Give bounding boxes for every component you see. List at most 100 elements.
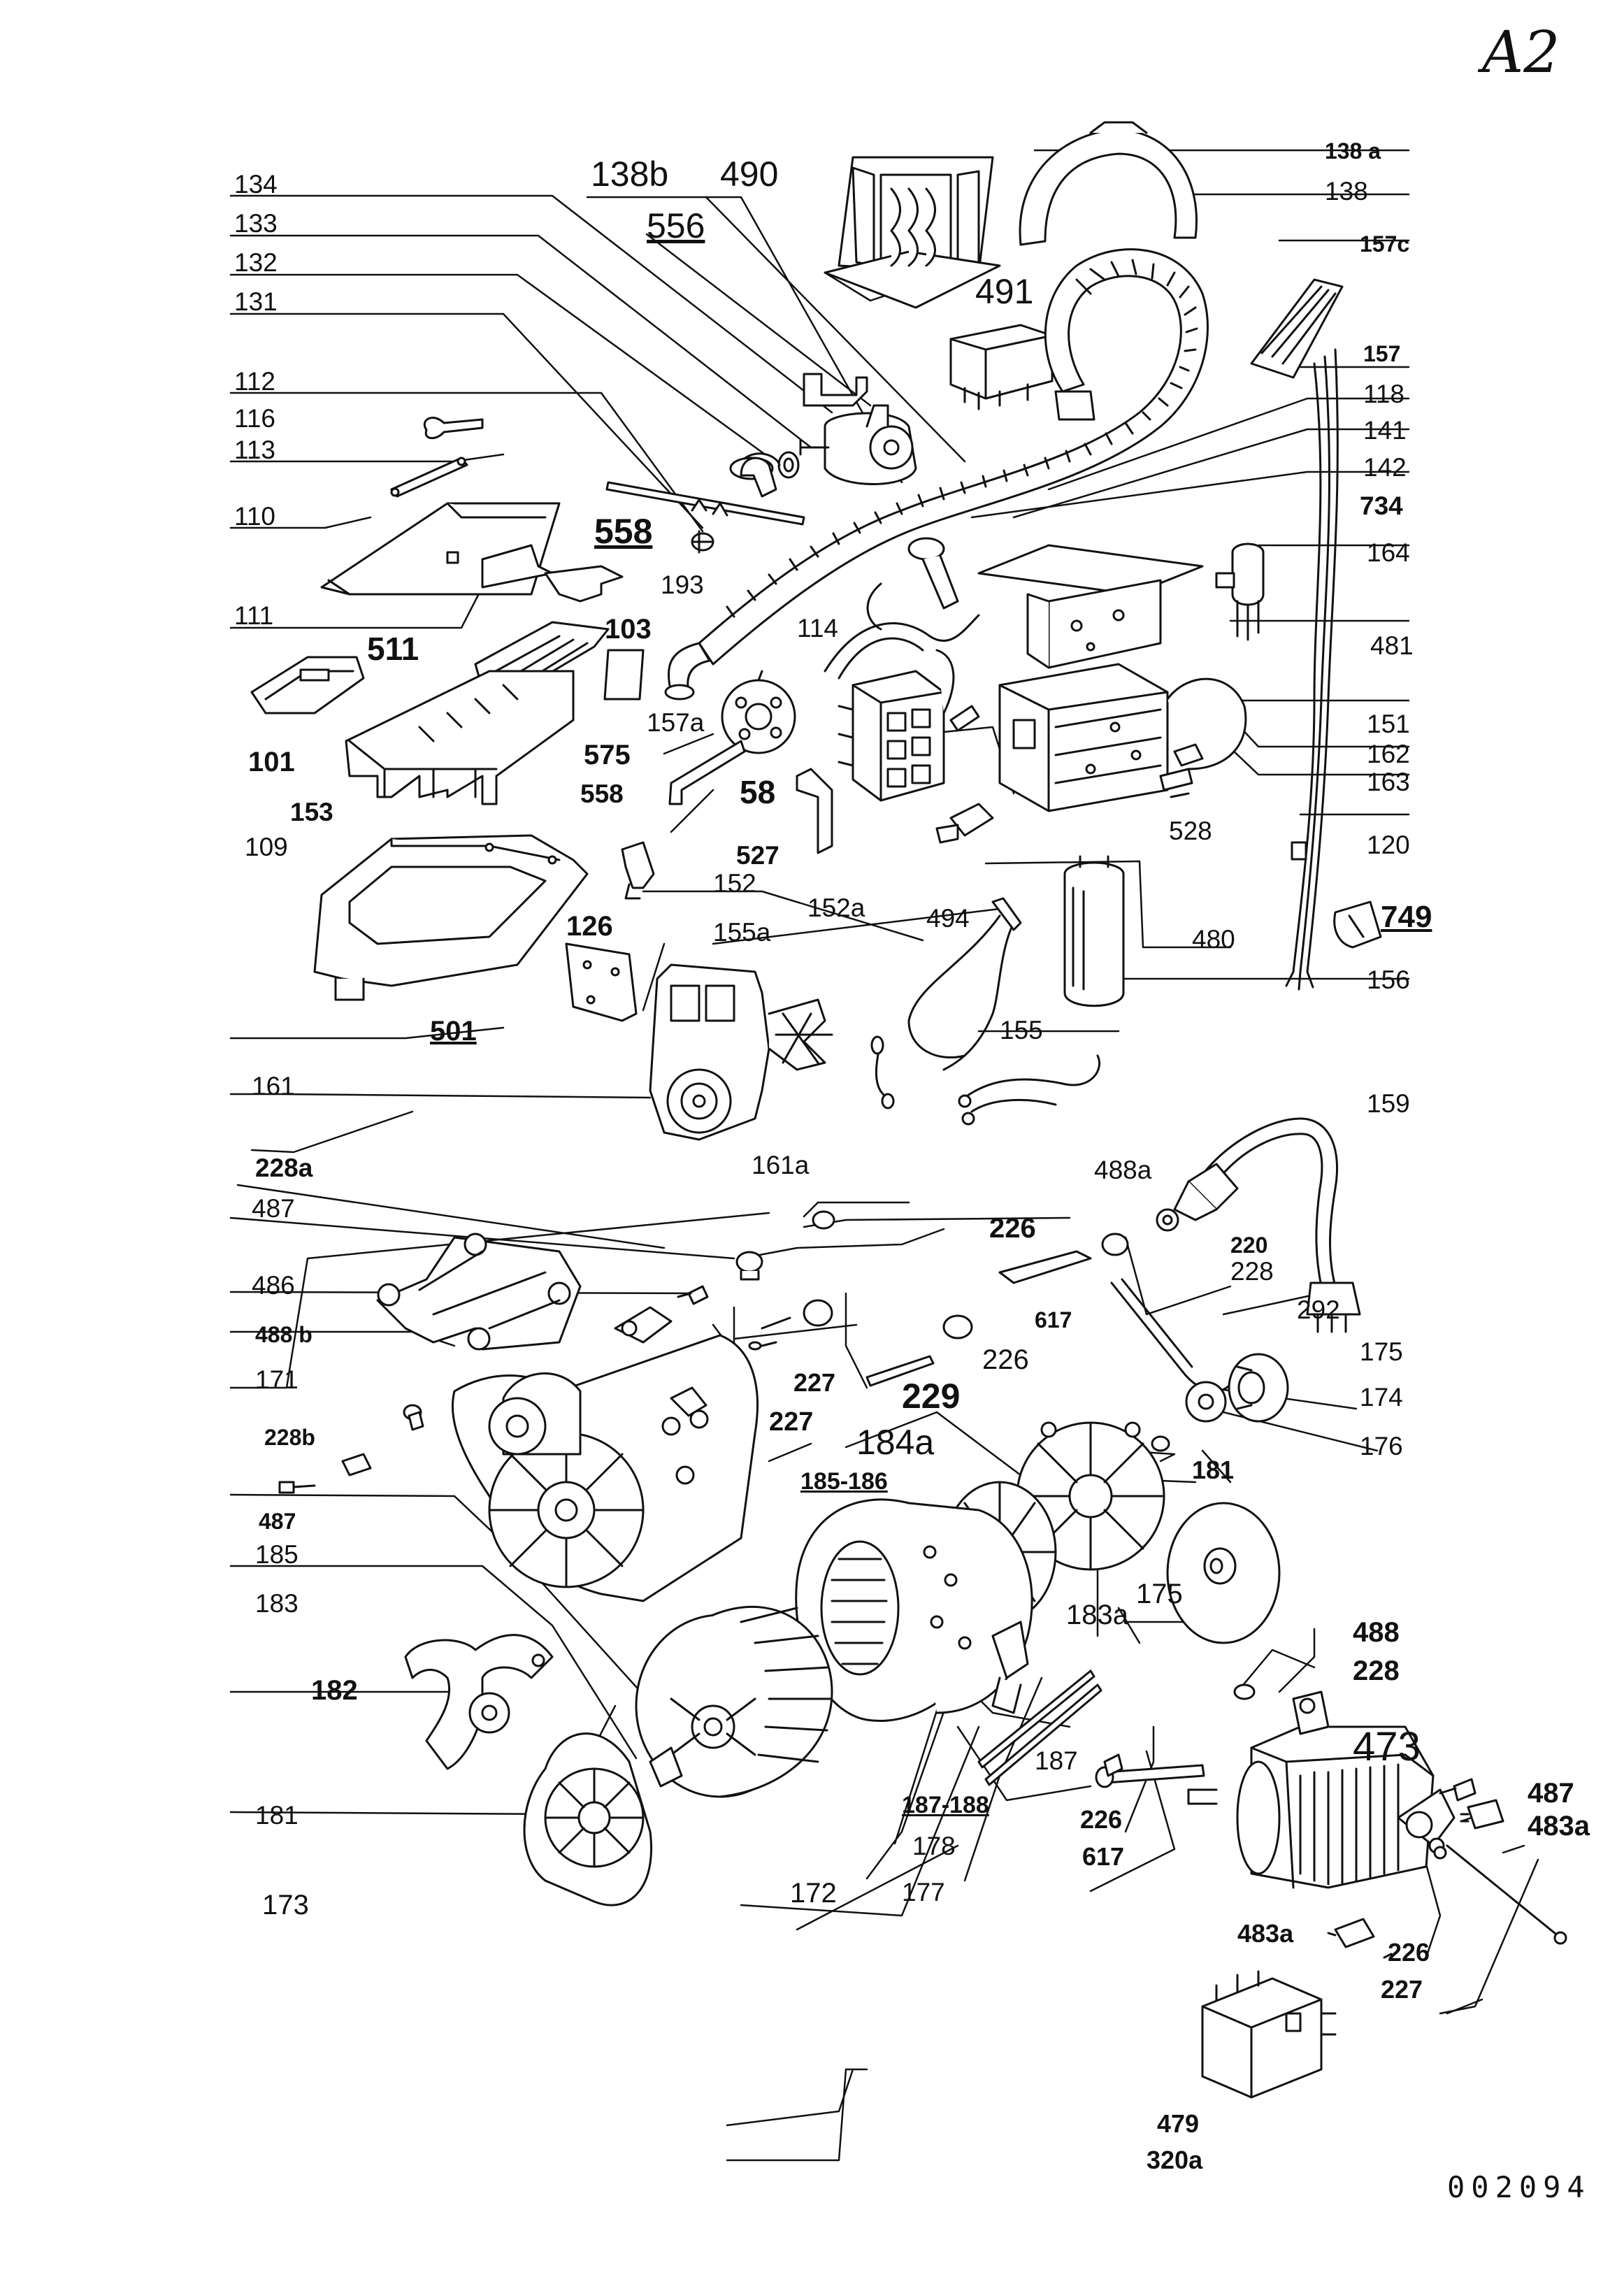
callout-161: 161 bbox=[252, 1072, 295, 1100]
callout-175a: 175 bbox=[1360, 1337, 1403, 1366]
callout-118: 118 bbox=[1363, 380, 1404, 408]
callout-227b: 227 bbox=[769, 1407, 814, 1437]
transformer bbox=[824, 156, 1001, 309]
callout-110: 110 bbox=[234, 502, 275, 531]
motor-473 bbox=[1187, 1690, 1456, 1889]
callout-152a: 152a bbox=[807, 893, 865, 922]
callout-181a: 181 bbox=[1192, 1456, 1235, 1484]
callout-617b: 617 bbox=[1082, 1842, 1125, 1871]
drain-hose bbox=[698, 248, 1209, 666]
callout-480: 480 bbox=[1192, 925, 1235, 954]
callout-162: 162 bbox=[1367, 740, 1410, 768]
fill-hose bbox=[664, 642, 711, 701]
drive-belt bbox=[1110, 1278, 1239, 1393]
callout-181b: 181 bbox=[255, 1801, 299, 1830]
callout-228a: 228a bbox=[255, 1154, 313, 1182]
motor-frame-486 bbox=[376, 1233, 582, 1351]
callout-490: 490 bbox=[720, 155, 779, 194]
rod-187 bbox=[977, 1669, 1102, 1786]
callout-157c: 157c bbox=[1360, 231, 1410, 257]
callout-228d: 228 bbox=[1353, 1655, 1400, 1686]
callout-558: 558 bbox=[594, 512, 653, 551]
callout-228b: 228b bbox=[264, 1425, 315, 1450]
pipe-133 bbox=[740, 457, 777, 498]
bracket-558-top bbox=[481, 544, 554, 589]
callout-131: 131 bbox=[234, 287, 278, 316]
callout-183: 183 bbox=[255, 1589, 299, 1618]
callout-749: 749 bbox=[1381, 900, 1432, 934]
drain-pump bbox=[649, 963, 833, 1141]
callout-734: 734 bbox=[1360, 491, 1403, 520]
key-116 bbox=[424, 417, 484, 440]
callout-152: 152 bbox=[713, 869, 756, 898]
callout-185-186: 185-186 bbox=[800, 1468, 888, 1495]
door-switch bbox=[935, 803, 994, 844]
callout-228c: 228 bbox=[1230, 1257, 1274, 1286]
programmer-switches bbox=[1159, 743, 1204, 798]
switch-block bbox=[838, 649, 955, 802]
cable-harness-114 bbox=[824, 582, 980, 680]
callout-292: 292 bbox=[1297, 1295, 1340, 1324]
drawing-number: 002094 bbox=[1447, 2170, 1591, 2204]
wire-494 bbox=[907, 897, 1022, 1071]
relay-box bbox=[1201, 1970, 1337, 2099]
relay bbox=[949, 324, 1054, 410]
bracket-501 bbox=[565, 942, 638, 1022]
callout-473: 473 bbox=[1353, 1724, 1421, 1769]
callout-220: 220 bbox=[1230, 1233, 1268, 1258]
programmer-housing bbox=[977, 544, 1204, 669]
callout-528: 528 bbox=[1169, 817, 1212, 845]
callout-138b: 138b bbox=[591, 155, 669, 194]
callout-141: 141 bbox=[1363, 416, 1407, 445]
grommet-220 bbox=[1156, 1208, 1179, 1232]
callout-187: 187 bbox=[1035, 1746, 1078, 1775]
callout-116: 116 bbox=[234, 404, 275, 433]
wire-155 bbox=[958, 1054, 1100, 1126]
callout-174: 174 bbox=[1360, 1383, 1403, 1412]
callout-138: 138 bbox=[1325, 177, 1368, 206]
callout-226c: 226 bbox=[1080, 1805, 1123, 1834]
callout-185: 185 bbox=[255, 1540, 299, 1569]
callout-556: 556 bbox=[647, 206, 705, 245]
callout-229: 229 bbox=[902, 1377, 961, 1416]
callout-155a: 155a bbox=[713, 918, 771, 947]
callout-164: 164 bbox=[1367, 538, 1410, 567]
callout-157: 157 bbox=[1363, 341, 1401, 366]
dispenser-housing-109 bbox=[313, 834, 589, 1001]
clip-171 bbox=[408, 1411, 424, 1431]
callout-227a: 227 bbox=[793, 1368, 836, 1397]
callout-488a: 488a bbox=[1094, 1156, 1152, 1184]
rod-112 bbox=[605, 481, 805, 526]
callout-486: 486 bbox=[252, 1271, 295, 1300]
connector-483a-right bbox=[1460, 1799, 1504, 1830]
callout-483a-left: 483a bbox=[1237, 1919, 1294, 1948]
callout-157a: 157a bbox=[647, 708, 705, 737]
bracket-182 bbox=[404, 1634, 554, 1770]
dispenser-101 bbox=[345, 670, 575, 805]
clip-126 bbox=[621, 841, 655, 900]
callout-58: 58 bbox=[740, 774, 776, 810]
pulley-175-small bbox=[1228, 1353, 1289, 1423]
end-shield-181 bbox=[523, 1732, 652, 1906]
callout-113: 113 bbox=[234, 436, 275, 464]
callout-487a: 487 bbox=[252, 1194, 295, 1223]
terminal-141 bbox=[907, 537, 959, 610]
callout-153: 153 bbox=[290, 798, 333, 826]
callout-527: 527 bbox=[736, 841, 779, 870]
mains-cable bbox=[1173, 1117, 1361, 1333]
callout-487c: 487 bbox=[1528, 1778, 1574, 1809]
callout-501: 501 bbox=[430, 1016, 477, 1047]
capacitor-156 bbox=[1063, 855, 1125, 1007]
callout-134: 134 bbox=[234, 170, 278, 199]
callout-488c: 488 bbox=[1353, 1617, 1400, 1648]
callout-193: 193 bbox=[661, 570, 704, 599]
callout-175b: 175 bbox=[1136, 1579, 1183, 1609]
pad-575 bbox=[603, 649, 645, 701]
callout-617a: 617 bbox=[1035, 1307, 1072, 1333]
callout-155: 155 bbox=[1000, 1016, 1043, 1044]
harness-clip bbox=[1333, 900, 1382, 949]
callout-487b: 487 bbox=[259, 1509, 296, 1534]
wiring-harness bbox=[1250, 278, 1344, 991]
